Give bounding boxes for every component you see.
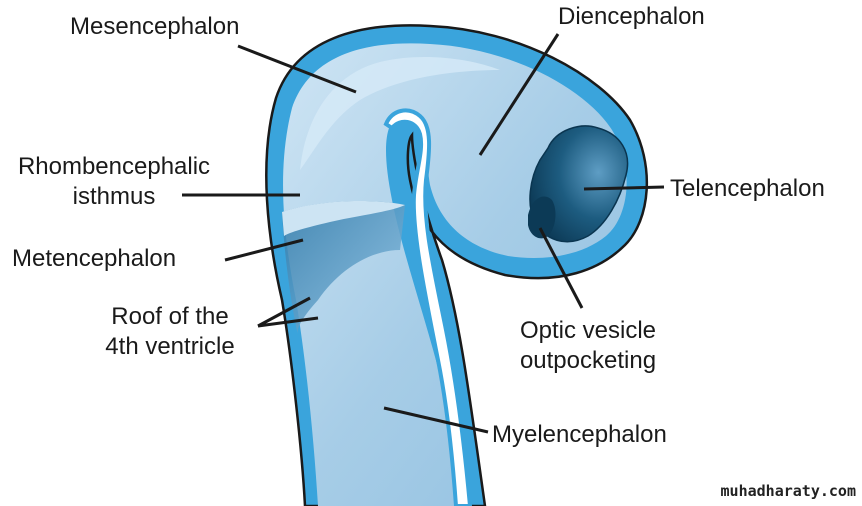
label-roof-4th-ventricle: Roof of the 4th ventricle bbox=[90, 302, 250, 362]
label-myelencephalon: Myelencephalon bbox=[492, 421, 667, 448]
watermark-text: muhadharaty.com bbox=[720, 482, 856, 500]
label-rhombencephalic-line1: Rhombencephalic bbox=[17, 153, 211, 180]
fourth-ventricle-roof bbox=[282, 200, 405, 335]
label-roof-line2: 4th ventricle bbox=[105, 333, 235, 360]
leader-roof-a bbox=[257, 296, 311, 328]
leader-mesencephalon bbox=[237, 44, 357, 94]
leader-diencephalon bbox=[478, 33, 560, 156]
label-optic-line1: Optic vesicle bbox=[519, 317, 657, 344]
label-telencephalon: Telencephalon bbox=[670, 175, 825, 202]
label-roof-line1: Roof of the bbox=[111, 303, 229, 330]
label-optic-vesicle-outpocketing: Optic vesicle outpocketing bbox=[506, 316, 670, 376]
optic-vesicle-cavity bbox=[528, 196, 556, 239]
label-diencephalon: Diencephalon bbox=[558, 3, 705, 30]
label-rhombencephalic-isthmus: Rhombencephalic isthmus bbox=[2, 152, 226, 212]
leader-roof-b bbox=[257, 316, 319, 328]
label-rhombencephalic-line2: isthmus bbox=[72, 183, 156, 210]
label-optic-line2: outpocketing bbox=[519, 347, 657, 374]
leader-metencephalon bbox=[224, 238, 304, 262]
tissue-highlight bbox=[300, 56, 500, 170]
leader-myelencephalon bbox=[383, 406, 489, 434]
label-metencephalon: Metencephalon bbox=[12, 245, 177, 272]
label-mesencephalon: Mesencephalon bbox=[70, 13, 240, 40]
leader-optic-vesicle bbox=[538, 227, 584, 309]
leader-lines bbox=[182, 33, 665, 434]
leader-telencephalon bbox=[583, 185, 665, 191]
rhombic-ridge bbox=[282, 200, 405, 236]
